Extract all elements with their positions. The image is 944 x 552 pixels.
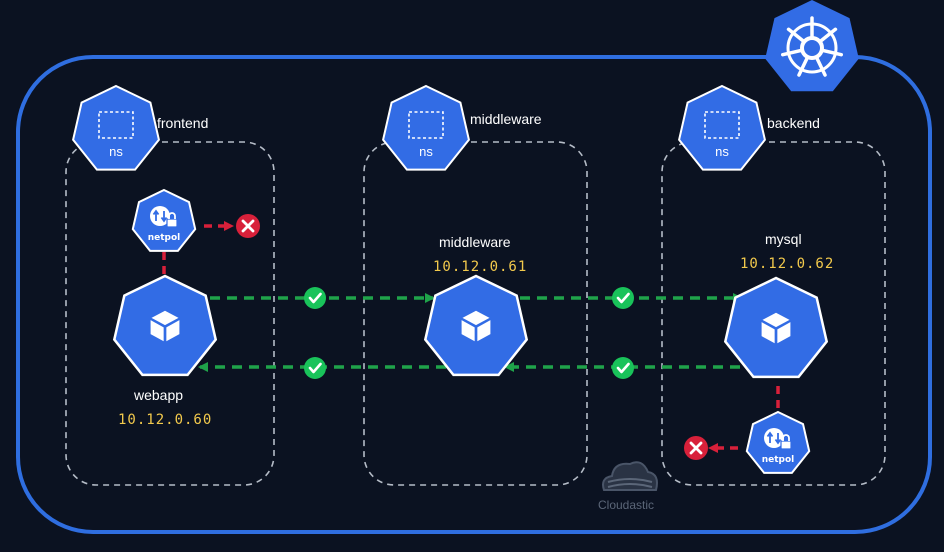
svg-text:netpol: netpol — [762, 455, 795, 465]
allowed-check-icon — [612, 357, 634, 379]
namespace-label-frontend: frontend — [157, 115, 209, 131]
namespace-label-backend: backend — [767, 115, 820, 131]
pod-ip-middleware: 10.12.0.61 — [433, 259, 528, 275]
pod-name-webapp: webapp — [134, 387, 184, 403]
namespace-box-frontend — [65, 141, 275, 486]
pod-mysql — [723, 276, 829, 379]
denied-x-icon — [684, 436, 708, 460]
allowed-check-icon — [304, 357, 326, 379]
network-policy-lock-icon — [764, 428, 792, 450]
kubernetes-wheel-spoke — [820, 48, 843, 57]
kubernetes-wheel-spoke — [781, 48, 804, 57]
namespace-label-middleware: middleware — [470, 111, 542, 127]
cluster-border — [16, 55, 932, 534]
svg-text:ns: ns — [419, 144, 433, 159]
namespace-badge-frontend: ns — [72, 84, 160, 171]
pod-middleware — [423, 274, 529, 377]
namespace-badge-backend: ns — [678, 84, 766, 171]
svg-text:netpol: netpol — [148, 233, 181, 243]
pod-ip-webapp: 10.12.0.60 — [118, 412, 213, 428]
svg-text:ns: ns — [109, 144, 123, 159]
namespace-box-backend — [661, 141, 886, 486]
kubernetes-wheel-spoke — [814, 55, 827, 77]
pod-ip-mysql: 10.12.0.62 — [740, 256, 835, 272]
pod-name-mysql: mysql — [765, 231, 802, 247]
netpol-badge-backend: netpol — [745, 410, 811, 474]
network-policy-lock-icon — [150, 206, 178, 228]
denied-x-icon — [236, 214, 260, 238]
pod-webapp — [112, 274, 218, 377]
kubernetes-wheel-spoke — [797, 55, 810, 77]
kubernetes-wheel-spoke — [818, 27, 838, 44]
pod-name-middleware: middleware — [439, 234, 511, 250]
namespace-badge-middleware: ns — [382, 84, 470, 171]
allowed-check-icon — [304, 287, 326, 309]
cloudastic-logo-icon — [602, 461, 658, 491]
netpol-badge-frontend: netpol — [131, 188, 197, 252]
namespace-box-middleware — [363, 141, 588, 486]
allowed-check-icon — [612, 287, 634, 309]
svg-text:ns: ns — [715, 144, 729, 159]
kubernetes-wheel-spoke — [786, 27, 806, 44]
kubernetes-logo-icon — [765, 0, 859, 92]
watermark-text: Cloudastic — [598, 498, 655, 512]
